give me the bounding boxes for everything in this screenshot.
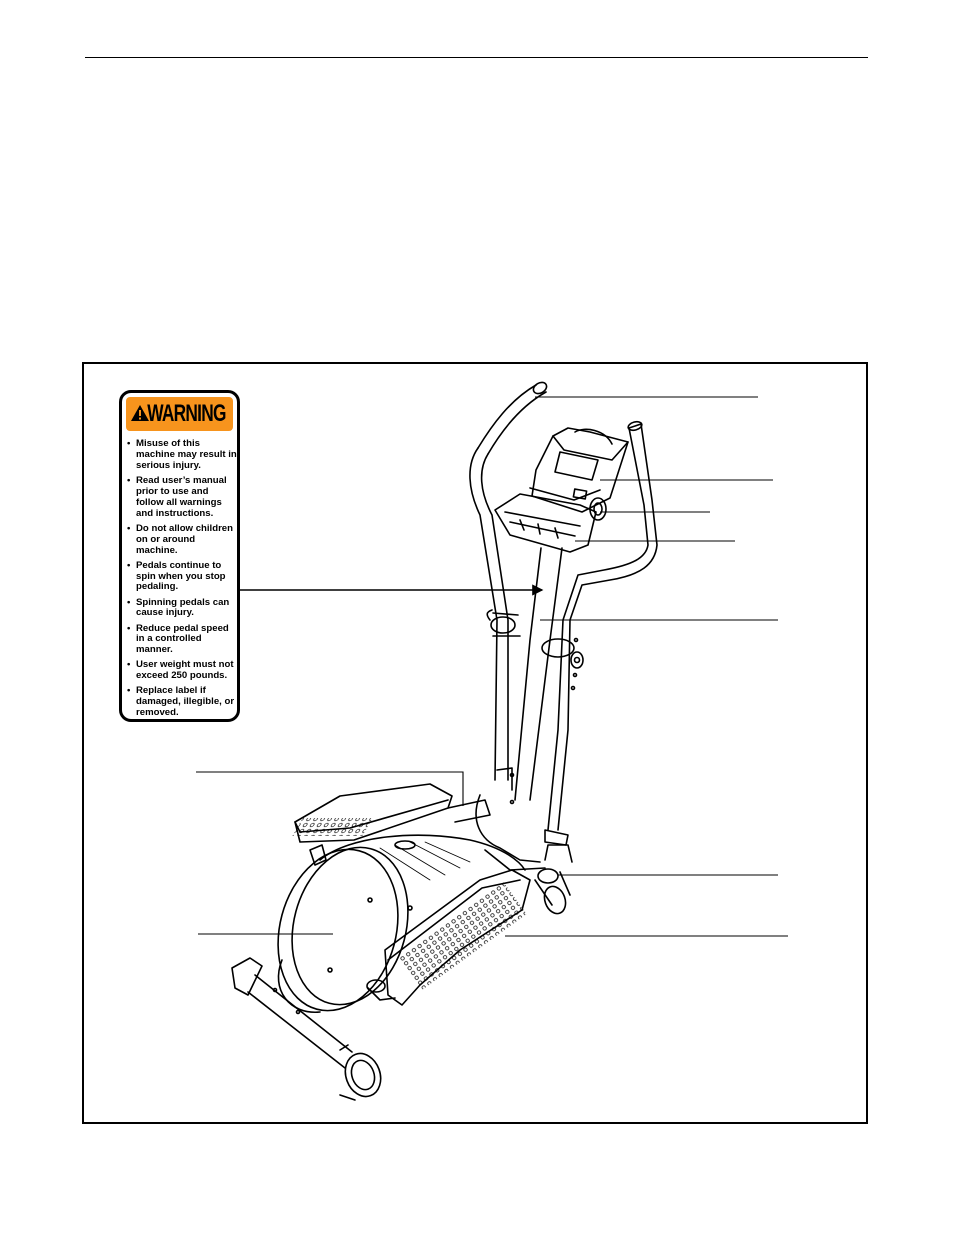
warning-list: Misuse of this machine may result in ser… xyxy=(127,438,237,723)
rear-stabilizer xyxy=(231,957,382,1101)
top-rule xyxy=(85,57,868,58)
front-pedal xyxy=(384,869,531,1006)
upright-post xyxy=(496,547,563,805)
callout-line xyxy=(196,771,464,806)
warning-title: WARNING xyxy=(147,400,226,427)
warning-item: User weight must not exceed 250 pounds. xyxy=(127,660,237,682)
warning-item: Read user’s manual prior to use and foll… xyxy=(127,475,237,520)
console xyxy=(494,427,629,553)
flywheel-shroud xyxy=(277,834,526,1013)
warning-item: Reduce pedal speed in a controlled manne… xyxy=(127,623,237,657)
rear-pedal xyxy=(292,783,491,843)
warning-item: Misuse of this machine may result in ser… xyxy=(127,438,237,472)
figure-frame xyxy=(82,362,868,1124)
warning-item: Spinning pedals can cause injury. xyxy=(127,597,237,620)
warning-triangle-icon xyxy=(131,405,149,421)
right-handlebar xyxy=(541,420,658,846)
warning-header: WARNING xyxy=(126,397,233,431)
warning-item: Replace label if damaged, illegible, or … xyxy=(127,686,237,719)
warning-item: Pedals continue to spin when you stop pe… xyxy=(127,560,237,594)
warning-label: WARNING Misuse of this machine may resul… xyxy=(119,390,240,722)
warning-item: Do not allow children on or around machi… xyxy=(127,523,237,557)
left-handlebar xyxy=(469,381,548,781)
frame-rail xyxy=(366,794,573,1001)
